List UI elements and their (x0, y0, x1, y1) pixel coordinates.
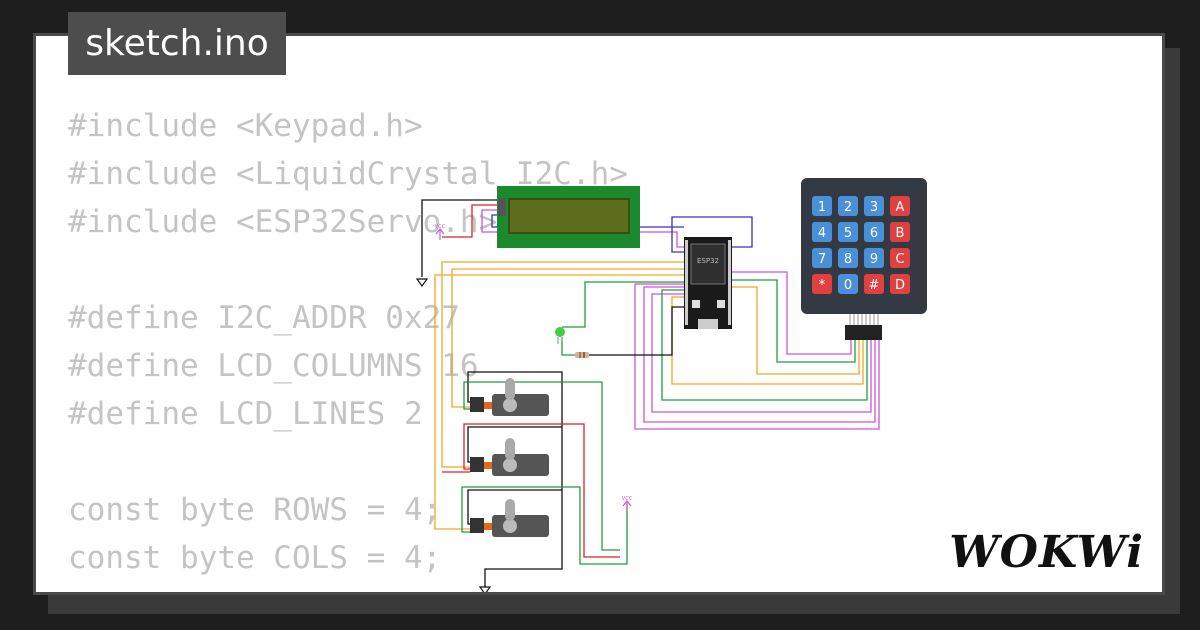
code-line: #define LCD_COLUMNS 16 (68, 348, 479, 384)
ground-symbol (415, 278, 429, 288)
keypad-key (812, 222, 832, 242)
keypad-key-label: A (896, 200, 905, 215)
keypad-key-label: C (895, 252, 904, 267)
preview-card: #include <Keypad.h>#include <LiquidCryst… (33, 33, 1165, 595)
keypad-key (812, 248, 832, 268)
keypad-wires (634, 271, 880, 430)
code-line: #define LCD_LINES 2 (68, 396, 423, 432)
keypad-key-label: 8 (844, 252, 852, 267)
vcc-symbol: VCC (435, 224, 446, 240)
keypad-key (890, 222, 910, 242)
keypad-key (838, 274, 858, 294)
keypad-key (864, 274, 884, 294)
file-tab[interactable]: sketch.ino (68, 12, 286, 75)
keypad-key-label: # (869, 278, 880, 293)
keypad-keys: 1 2 3 A 4 5 6 B 7 8 9 C * 0 # D (812, 196, 910, 294)
esp32-label: ESP32 (697, 257, 719, 265)
keypad-key (890, 274, 910, 294)
keypad-key-label: 2 (844, 200, 852, 215)
keypad-key (864, 196, 884, 216)
servo-1 (470, 378, 549, 416)
code-line: #include <Keypad.h> (68, 108, 423, 144)
vcc-symbol: VCC (622, 496, 633, 512)
keypad-key-label: * (819, 278, 826, 293)
wokwi-logo: WOKWi (949, 527, 1144, 578)
led (555, 327, 565, 344)
keypad-key-label: 4 (818, 226, 826, 241)
keypad-key-label: 7 (818, 252, 826, 267)
keypad-key (890, 248, 910, 268)
keypad-key (890, 196, 910, 216)
ground-symbol (478, 586, 492, 592)
keypad-key-label: B (896, 226, 905, 241)
lcd-servo-wires (421, 199, 753, 530)
keypad-key-label: D (895, 278, 905, 293)
keypad-key (838, 196, 858, 216)
code-line: #define I2C_ADDR 0x27 (68, 300, 460, 336)
servo-3 (470, 499, 549, 537)
keypad-key (864, 248, 884, 268)
keypad-key-label: 5 (844, 226, 852, 241)
keypad-key (812, 274, 832, 294)
keypad-key-label: 0 (844, 278, 852, 293)
code-line: const byte COLS = 4; (68, 540, 442, 576)
keypad-key-label: 9 (870, 252, 878, 267)
lcd-display (497, 186, 640, 248)
circuit-diagram: ESP32 1 2 3 A 4 5 6 B 7 8 9 C * 0 # D (415, 178, 927, 592)
servo-2 (470, 438, 549, 476)
resistor (575, 352, 589, 358)
code-line: #include <ESP32Servo.h> (68, 204, 498, 240)
keypad-key-label: 6 (870, 226, 878, 241)
code-preview: #include <Keypad.h>#include <LiquidCryst… (68, 102, 628, 582)
vcc-label: VCC (435, 224, 446, 230)
vcc-label: VCC (622, 496, 633, 502)
keypad-key-label: 1 (818, 200, 826, 215)
keypad-key-label: 3 (870, 200, 878, 215)
keypad-key (838, 248, 858, 268)
keypad-key (812, 196, 832, 216)
keypad: 1 2 3 A 4 5 6 B 7 8 9 C * 0 # D (801, 178, 927, 340)
power-wires (442, 371, 628, 587)
keypad-key (864, 222, 884, 242)
keypad-key (838, 222, 858, 242)
esp32-board: ESP32 (684, 237, 732, 329)
